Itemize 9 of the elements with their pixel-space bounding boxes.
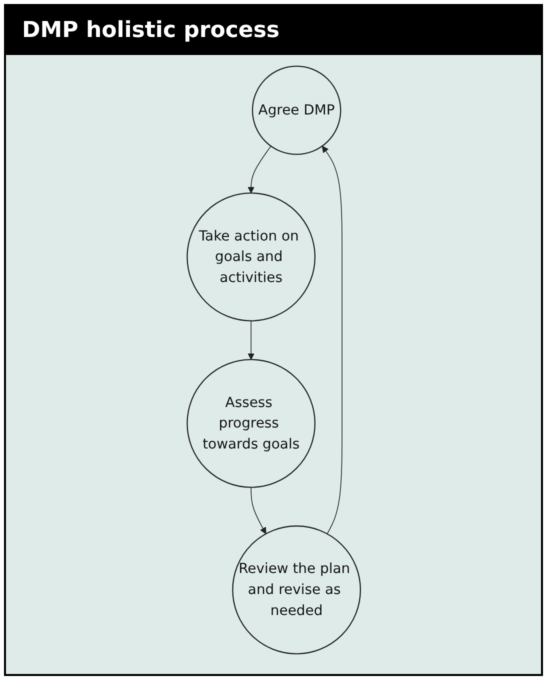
node-circle: Take action on goals and activities (186, 192, 316, 322)
arrow (250, 486, 266, 534)
arrow (247, 146, 271, 194)
title: DMP holistic process (6, 6, 541, 55)
arrow (247, 320, 254, 360)
arrow (322, 146, 342, 534)
node-circle: Agree DMP (252, 66, 341, 155)
node-circle: Review the plan and revise as needed (232, 525, 361, 654)
node-circle: Assess progress towards goals (186, 358, 316, 488)
